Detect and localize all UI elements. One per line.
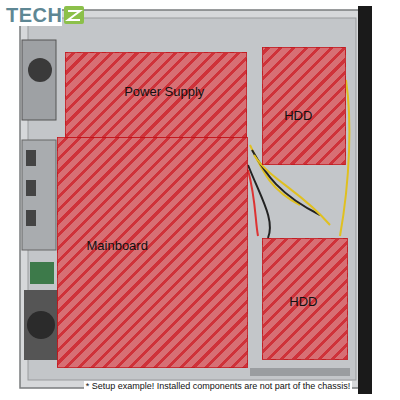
drive-area: HDD: [262, 47, 346, 165]
component-label: Power Supply: [124, 85, 204, 99]
drive-area: HDD: [262, 238, 348, 360]
component-label: HDD: [284, 109, 312, 123]
component-area: Mainboard: [57, 137, 248, 368]
component-label: Mainboard: [86, 239, 147, 253]
logo-text: TECH: [6, 4, 62, 27]
component-label: HDD: [289, 295, 317, 309]
caption-note: * Setup example! Installed components ar…: [84, 381, 353, 391]
component-area: Power Supply: [65, 52, 247, 138]
